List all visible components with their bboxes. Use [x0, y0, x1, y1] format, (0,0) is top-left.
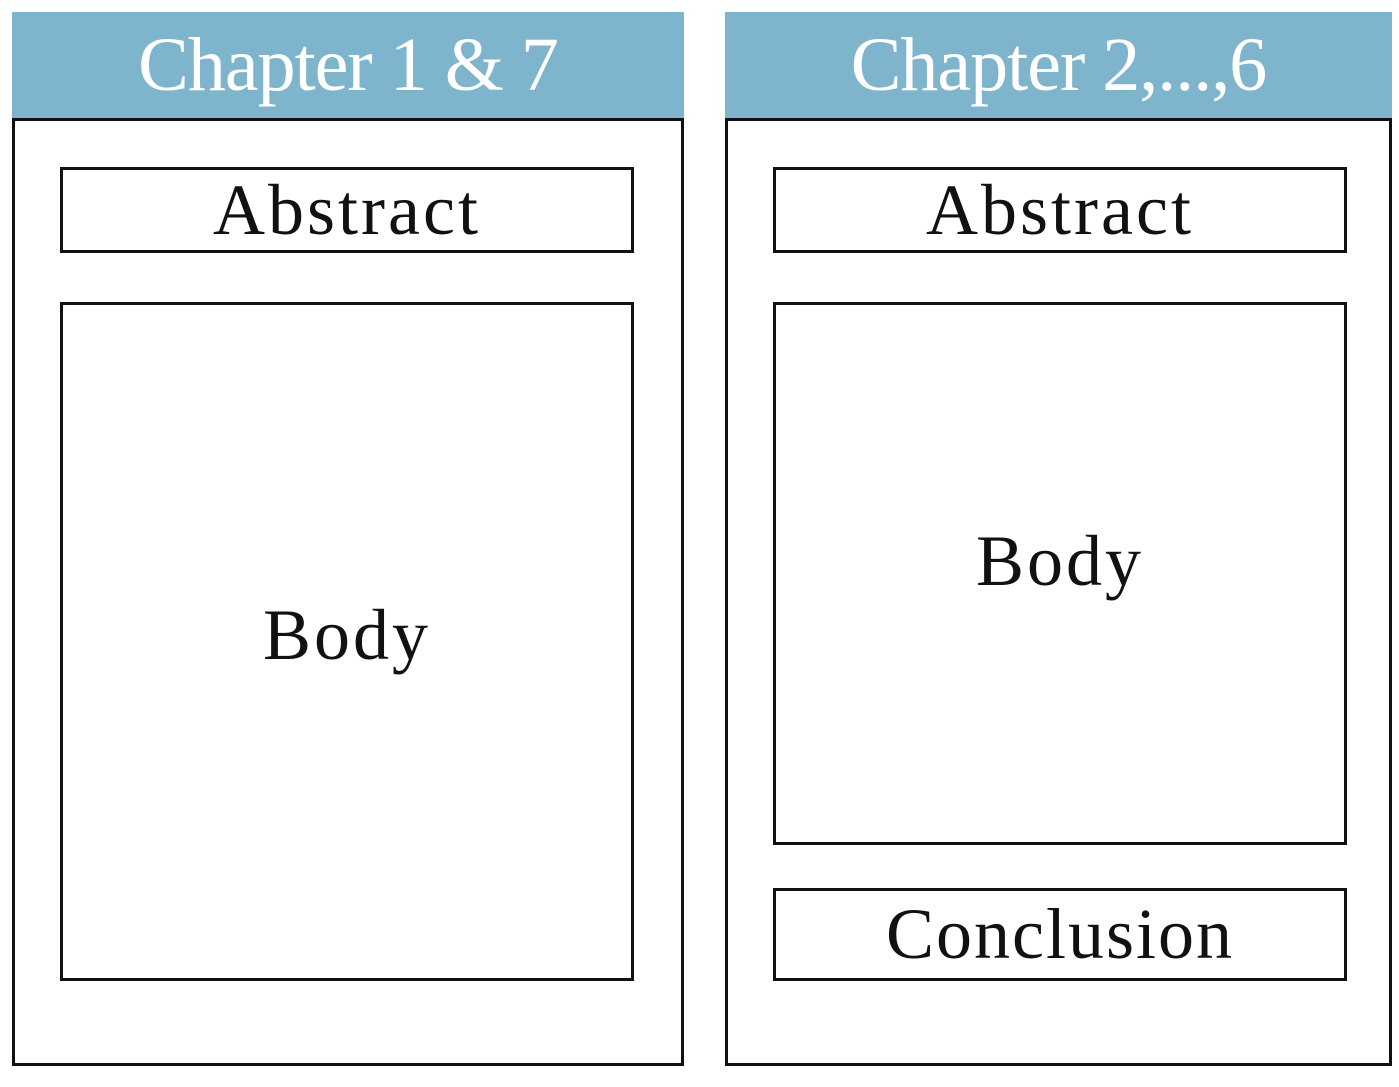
conclusion-label: Conclusion: [885, 894, 1234, 974]
chapter-2-6-abstract-box: Abstract: [773, 167, 1347, 253]
chapter-2-6-conclusion-box: Conclusion: [773, 888, 1347, 981]
chapter-2-6-panel: Chapter 2,...,6 Abstract Body Conclusion: [725, 12, 1392, 1066]
chapter-2-6-body-box: Body: [773, 302, 1347, 845]
abstract-label: Abstract: [926, 169, 1194, 250]
body-label: Body: [262, 595, 432, 675]
body-label: Body: [975, 521, 1145, 601]
chapter-1-7-body-box: Body: [60, 302, 634, 981]
chapter-2-6-header: Chapter 2,...,6: [725, 12, 1392, 121]
chapter-1-7-abstract-box: Abstract: [60, 167, 634, 253]
chapter-1-7-panel: Chapter 1 & 7 Abstract Body: [12, 12, 684, 1066]
chapter-1-7-header: Chapter 1 & 7: [12, 12, 684, 121]
abstract-label: Abstract: [213, 169, 481, 250]
